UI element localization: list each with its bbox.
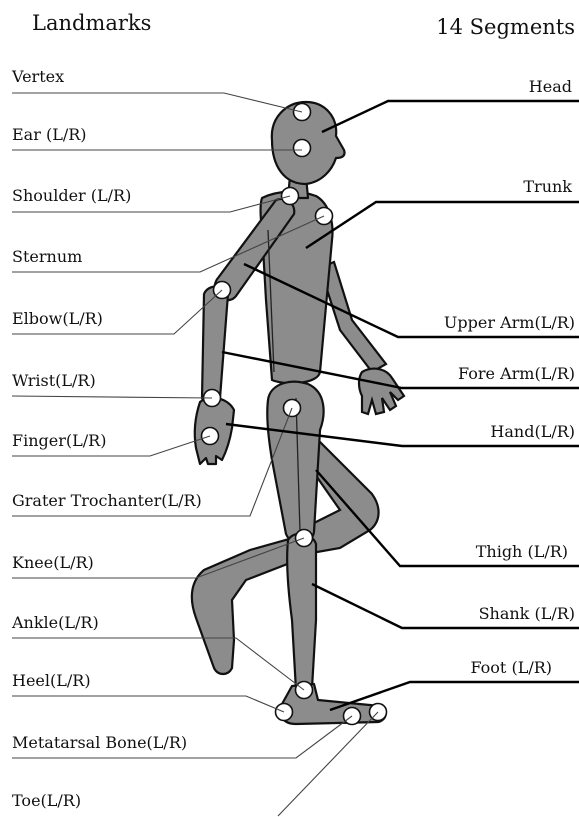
segment-label-foot: Foot (L/R)	[470, 658, 552, 677]
landmark-label-metatarsal-bone: Metatarsal Bone(L/R)	[12, 733, 187, 752]
segment-label-thigh: Thigh (L/R)	[476, 542, 568, 561]
far-arm-shape	[320, 262, 386, 372]
landmark-label-vertex: Vertex	[11, 67, 64, 86]
segments-heading: 14 Segments	[436, 15, 575, 39]
segment-label-upper-arm: Upper Arm(L/R)	[444, 313, 575, 332]
landmark-label-finger: Finger(L/R)	[12, 431, 106, 450]
segment-label-head: Head	[529, 77, 572, 96]
segment-label-hand: Hand(L/R)	[490, 422, 575, 441]
heel-leader	[12, 696, 284, 712]
segment-label-fore-arm: Fore Arm(L/R)	[458, 364, 575, 383]
landmark-label-wrist: Wrist(L/R)	[12, 371, 96, 390]
far-hand-shape	[359, 369, 404, 414]
wrist-leader	[12, 396, 212, 398]
landmark-label-shoulder: Shoulder (L/R)	[12, 186, 131, 205]
segment-label-shank: Shank (L/R)	[479, 604, 575, 623]
trunk-leader	[306, 202, 579, 248]
landmark-label-toe: Toe(L/R)	[12, 791, 81, 810]
landmark-label-knee: Knee(L/R)	[12, 553, 94, 572]
segment-labels: Head Trunk Upper Arm(L/R) Fore Arm(L/R) …	[444, 77, 575, 677]
landmarks-heading: Landmarks	[32, 11, 151, 35]
landmark-label-heel: Heel(L/R)	[12, 671, 91, 690]
toe-leader	[278, 712, 378, 816]
segment-label-trunk: Trunk	[523, 177, 572, 196]
ear-marker	[294, 140, 311, 157]
near-shank-shape	[287, 534, 316, 690]
landmark-label-greater-trochanter: Grater Trochanter(L/R)	[12, 491, 202, 510]
landmark-labels: Vertex Ear (L/R) Shoulder (L/R) Sternum …	[11, 67, 202, 810]
landmark-label-ankle: Ankle(L/R)	[11, 613, 99, 632]
vertex-leader	[12, 93, 302, 112]
landmark-label-elbow: Elbow(L/R)	[12, 309, 103, 328]
landmark-label-ear: Ear (L/R)	[12, 125, 87, 144]
landmark-label-sternum: Sternum	[12, 247, 82, 266]
head-leader	[322, 101, 579, 132]
